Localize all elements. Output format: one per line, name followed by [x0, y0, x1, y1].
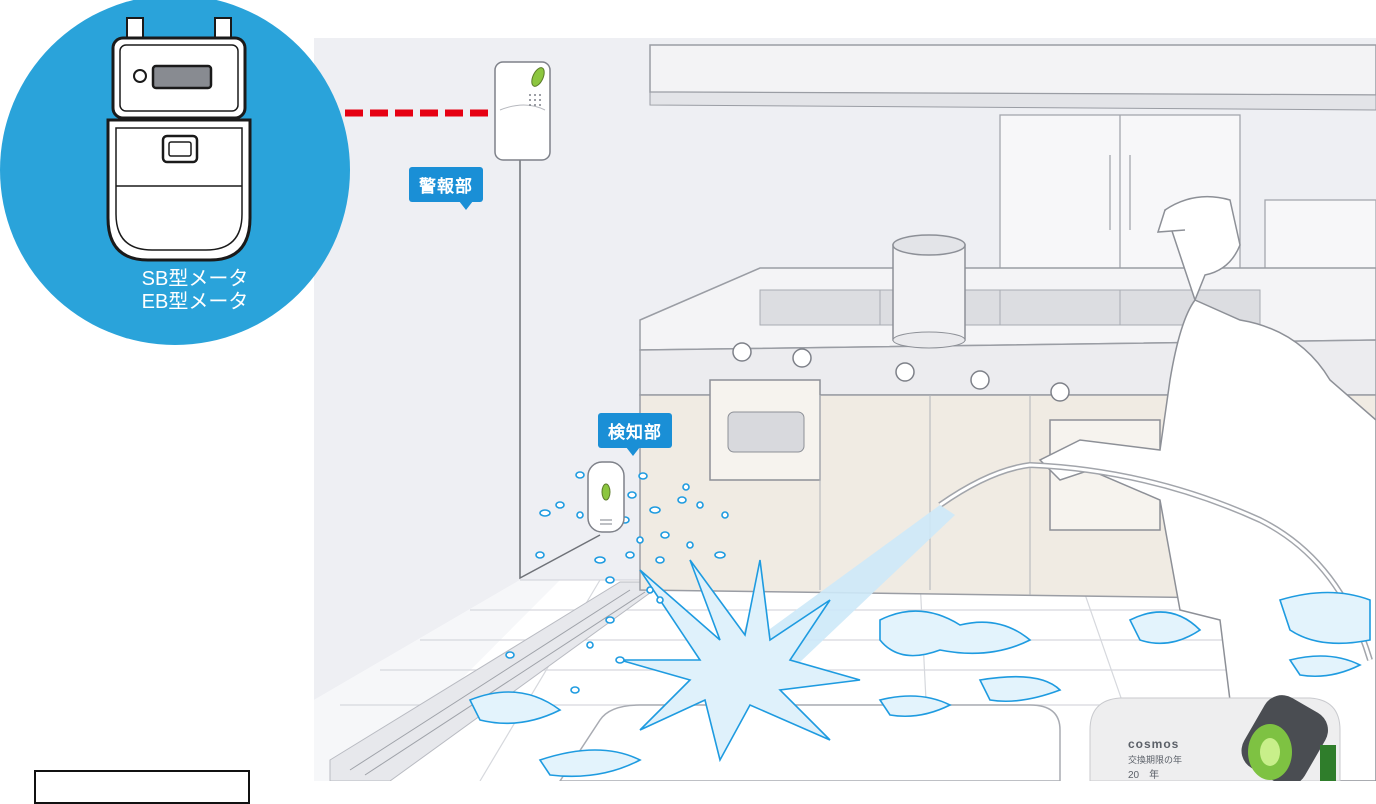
- stock-pot: [893, 235, 965, 348]
- alarm-unit-icon: [495, 62, 550, 160]
- gas-meter-icon: [108, 18, 250, 260]
- product-year-text: 20 年: [1128, 766, 1159, 781]
- detector-unit-icon: [588, 462, 624, 532]
- product-expiry-label: 交換期限の年: [1128, 753, 1182, 766]
- range-hood: [650, 45, 1376, 110]
- product-brand-text: cosmos: [1128, 737, 1179, 751]
- kitchen-illustration: [0, 0, 1376, 781]
- detector-unit-label: 検知部: [598, 413, 672, 448]
- meter-type-label-eb: EB型メータ: [95, 291, 295, 314]
- alarm-unit-label: 警報部: [409, 167, 483, 202]
- meter-type-label-sb: SB型メータ: [95, 268, 295, 291]
- caption-box: [34, 770, 250, 804]
